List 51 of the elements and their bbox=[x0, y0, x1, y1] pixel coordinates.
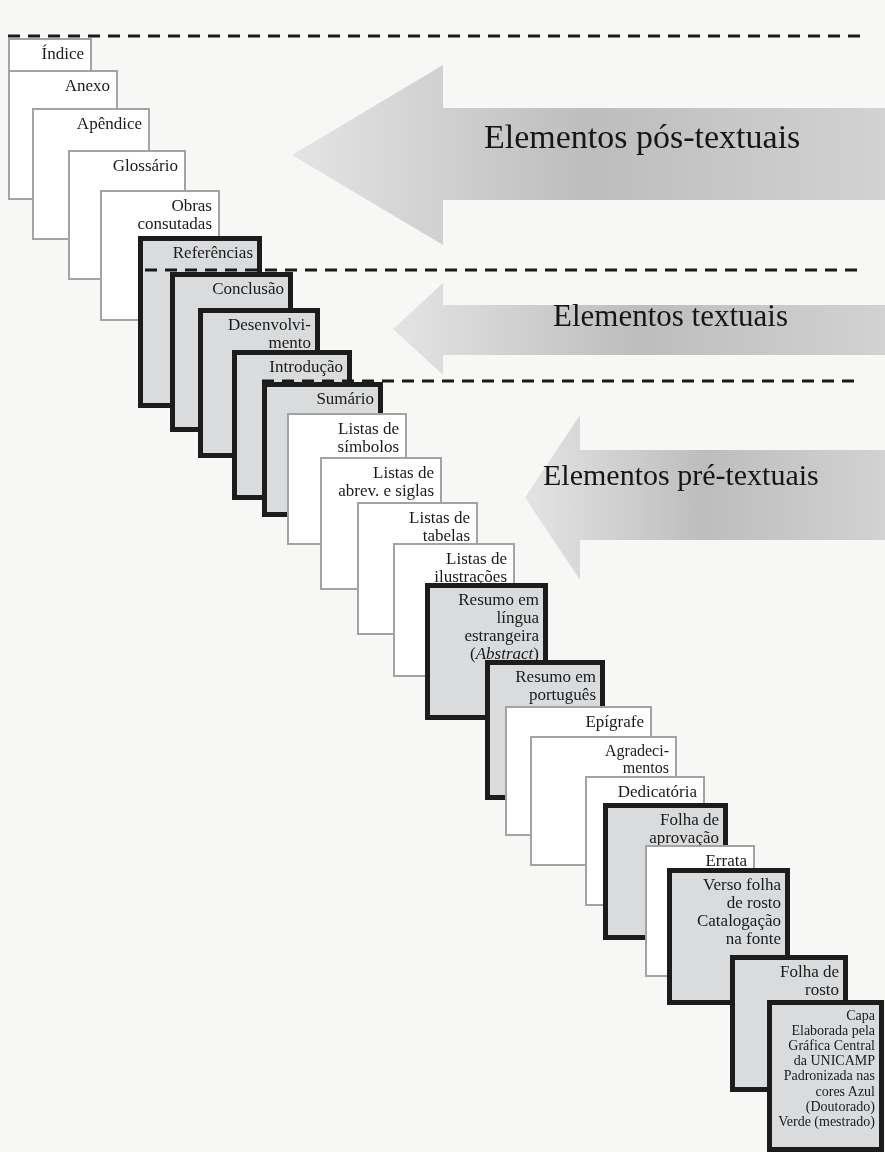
section-label: Anexo bbox=[63, 77, 110, 95]
section-label: Introdução bbox=[268, 358, 343, 376]
highlighted-page-sheet bbox=[170, 272, 293, 308]
highlighted-page-sheet bbox=[485, 660, 605, 706]
page-sheet bbox=[8, 38, 92, 70]
arrow-label: Elementos textuais bbox=[553, 299, 789, 331]
section-label: Epígrafe bbox=[584, 713, 644, 731]
section-label: Listas de abrev. e siglas bbox=[337, 464, 434, 500]
page-sheet bbox=[585, 776, 705, 803]
highlighted-page-sheet bbox=[667, 868, 790, 955]
highlighted-page-sheet bbox=[138, 236, 262, 272]
section-label: Errata bbox=[704, 852, 747, 870]
page-sheet bbox=[287, 413, 407, 457]
page-sheet bbox=[393, 543, 515, 583]
section-label: Desenvolvi-mento bbox=[226, 316, 311, 352]
section-label: Capa bbox=[845, 1008, 875, 1024]
section-label: Índice bbox=[40, 45, 84, 63]
section-label: Listas de tabelas bbox=[408, 509, 470, 545]
section-label: Dedicatória bbox=[616, 783, 697, 801]
section-label: Glossário bbox=[111, 157, 178, 175]
section-label: Resumo em português bbox=[514, 668, 596, 704]
section-label: Conclusão bbox=[211, 280, 284, 298]
section-label: Referências bbox=[171, 244, 253, 262]
page-sheet bbox=[357, 502, 478, 543]
section-label: Elaborada pela Gráfica Central da UNICAMP Padronizada nas cores Azul (Doutorado) Verde (mestrado) bbox=[777, 1023, 875, 1129]
page-sheet bbox=[100, 190, 220, 236]
section-label: Agradeci-mentos bbox=[604, 743, 669, 777]
section-label: Folha de aprovação bbox=[648, 811, 719, 847]
section-label: Folha de rosto bbox=[778, 963, 839, 999]
highlighted-page-sheet bbox=[603, 803, 728, 845]
highlighted-page-sheet bbox=[198, 308, 320, 350]
section-label: Obras consutadas bbox=[136, 197, 212, 233]
section-label: Apêndice bbox=[75, 115, 142, 133]
page-sheet bbox=[68, 150, 186, 190]
section-label: Listas de símbolos bbox=[336, 420, 399, 456]
page-sheet bbox=[530, 736, 677, 776]
highlighted-page-sheet bbox=[262, 382, 383, 413]
page-sheet bbox=[320, 457, 442, 502]
page-sheet bbox=[505, 706, 652, 736]
page-sheet bbox=[8, 70, 118, 108]
arrow-label: Elementos pós-textuais bbox=[484, 120, 801, 154]
page-sheet bbox=[32, 108, 150, 150]
section-label: Verso folha de rosto bbox=[702, 876, 781, 912]
section-label: Catalogação na fonte bbox=[696, 911, 781, 948]
highlighted-page-sheet bbox=[767, 1000, 884, 1152]
section-label: Sumário bbox=[315, 390, 374, 408]
highlighted-page-sheet bbox=[730, 955, 848, 1000]
highlighted-page-sheet bbox=[232, 350, 352, 382]
arrow-label: Elementos pré-textuais bbox=[543, 460, 819, 490]
page-sheet bbox=[645, 845, 755, 868]
section-label: Listas de ilustrações bbox=[433, 550, 507, 586]
